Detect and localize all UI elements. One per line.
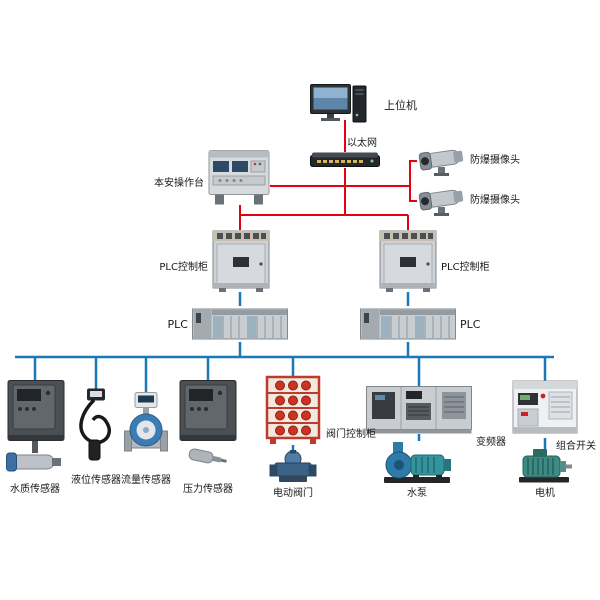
label-pressure-sensor: 压力传感器 (183, 484, 233, 495)
combination-switch-icon (512, 380, 578, 442)
label-console: 本安操作台 (154, 178, 204, 189)
label-plc-right: PLC (460, 318, 481, 331)
label-plc-left: PLC (167, 318, 188, 331)
level-sensor-icon (74, 388, 118, 466)
water-quality-sensor-icon (6, 380, 66, 480)
label-level-sensor: 液位传感器 (71, 475, 121, 486)
label-host-computer: 上位机 (384, 99, 417, 112)
plc-rack-right-icon (360, 306, 456, 346)
plc-cabinet-right-icon (379, 230, 437, 296)
label-electric-valve: 电动阀门 (273, 488, 313, 499)
explosion-proof-camera-2-icon (416, 186, 466, 220)
label-water-pump: 水泵 (407, 488, 427, 499)
motor-icon (517, 448, 573, 488)
flow-sensor-icon (124, 392, 168, 464)
label-inverter: 变频器 (476, 437, 506, 448)
label-camera-2: 防爆摄像头 (470, 195, 520, 206)
label-flow-sensor: 流量传感器 (121, 475, 171, 486)
valve-control-cabinet-icon (263, 375, 323, 449)
label-plc-cabinet-right: PLC控制柜 (441, 262, 490, 273)
electric-valve-icon (269, 450, 317, 488)
explosion-proof-camera-1-icon (416, 146, 466, 180)
label-plc-cabinet-left: PLC控制柜 (159, 262, 208, 273)
inverter-cabinet-icon (366, 386, 472, 438)
plc-cabinet-left-icon (212, 230, 270, 296)
label-valve-cabinet: 阀门控制柜 (326, 429, 376, 440)
water-pump-icon (382, 440, 454, 488)
label-camera-1: 防爆摄像头 (470, 155, 520, 166)
host-computer-icon (310, 84, 368, 134)
safe-operation-console-icon (208, 148, 270, 210)
pressure-sensor-icon (178, 380, 238, 480)
label-water-quality-sensor: 水质传感器 (10, 484, 60, 495)
ethernet-switch-icon (310, 152, 380, 172)
plc-rack-left-icon (192, 306, 288, 346)
label-ethernet: 以太网 (347, 138, 377, 149)
label-combo-switch: 组合开关 (556, 441, 596, 452)
label-motor: 电机 (535, 488, 555, 499)
